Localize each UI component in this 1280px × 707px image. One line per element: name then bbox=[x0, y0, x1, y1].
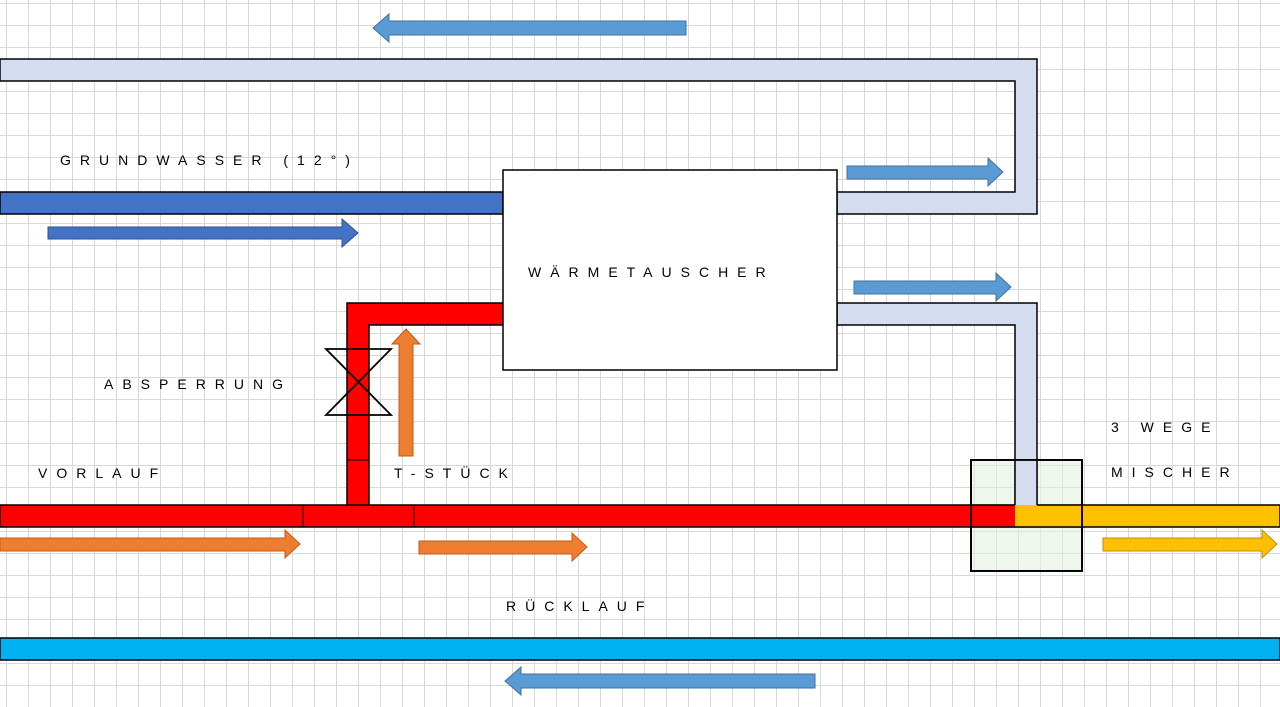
heat-exchanger-box bbox=[502, 169, 838, 371]
supply-pipe bbox=[0, 504, 1016, 528]
label-waermetauscher: WÄRMETAUSCHER bbox=[528, 264, 775, 280]
arrow-up-branch-icon bbox=[390, 328, 422, 457]
label-vorlauf: VORLAUF bbox=[38, 465, 167, 481]
label-ruecklauf: RÜCKLAUF bbox=[506, 597, 653, 614]
label-mischer-line2: MISCHER bbox=[1111, 464, 1239, 480]
arrow-right-upper-icon bbox=[846, 156, 1004, 188]
mixer-supply-segment bbox=[971, 505, 1015, 527]
label-grundwasser: GRUNDWASSER (12°) bbox=[60, 152, 359, 168]
return-pipe bbox=[0, 637, 1280, 661]
arrow-right-mixed-icon bbox=[1102, 528, 1278, 560]
arrow-right-groundwater-icon bbox=[47, 217, 359, 249]
groundwater-pipe bbox=[0, 191, 504, 215]
shutoff-valve-icon bbox=[323, 348, 394, 416]
mixer-mixed-segment bbox=[1015, 505, 1082, 527]
label-mischer-line1: 3 WEGE bbox=[1111, 419, 1219, 435]
label-t-stueck: T-STÜCK bbox=[394, 464, 517, 481]
mixer-return-segment bbox=[1015, 460, 1037, 505]
arrow-right-supply-1-icon bbox=[0, 528, 301, 560]
arrow-right-supply-2-icon bbox=[418, 531, 588, 563]
arrow-left-return-icon bbox=[504, 665, 816, 697]
label-absperrung: ABSPERRUNG bbox=[104, 376, 292, 392]
arrow-right-lower-icon bbox=[853, 271, 1012, 303]
arrow-left-top-icon bbox=[372, 12, 687, 44]
mixer-outline bbox=[970, 459, 1083, 572]
